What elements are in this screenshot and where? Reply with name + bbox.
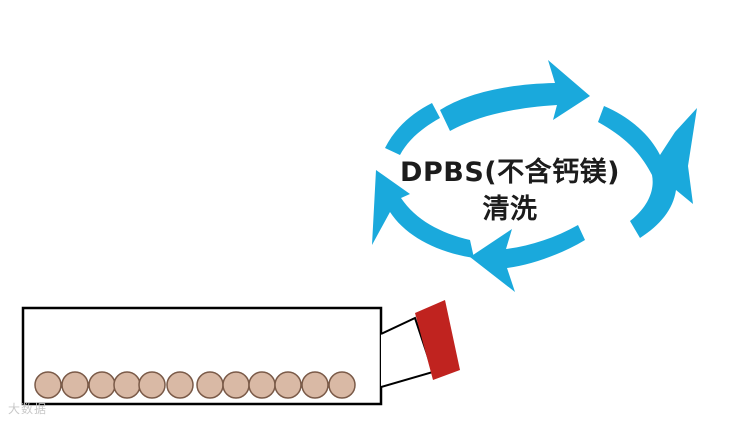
bead bbox=[302, 372, 328, 398]
wash-label-line1: DPBS(不含钙镁) bbox=[360, 150, 660, 189]
watermark: 大数据 bbox=[8, 400, 47, 417]
bead bbox=[329, 372, 355, 398]
bead bbox=[139, 372, 165, 398]
bead bbox=[197, 372, 223, 398]
bead bbox=[62, 372, 88, 398]
bead bbox=[275, 372, 301, 398]
arrow-top bbox=[440, 60, 590, 131]
bead bbox=[167, 372, 193, 398]
test-tube bbox=[23, 300, 460, 404]
bead bbox=[89, 372, 115, 398]
bead bbox=[223, 372, 249, 398]
wash-label-line2: 清洗 bbox=[360, 187, 660, 226]
bead bbox=[249, 372, 275, 398]
arrow-bottom bbox=[470, 225, 585, 292]
bead bbox=[35, 372, 61, 398]
bead bbox=[114, 372, 140, 398]
arrow-left-upper bbox=[385, 103, 440, 155]
